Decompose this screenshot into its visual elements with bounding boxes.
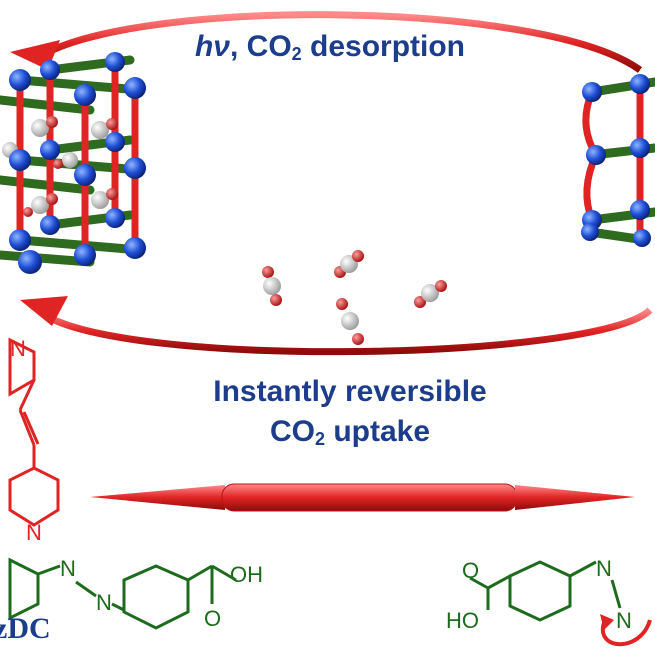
- co2-molecule: [414, 280, 447, 308]
- acid-left-oh: OH: [230, 562, 263, 587]
- uptake-caption: Instantly reversible CO2 uptake: [170, 372, 530, 459]
- hv-symbol: hν: [194, 30, 230, 63]
- co2-molecule: [336, 298, 364, 345]
- azo-right-n1: N: [596, 556, 612, 581]
- azo-left-n1: N: [60, 556, 76, 581]
- reversible-double-arrow: [90, 483, 635, 512]
- azo-left-n2: N: [96, 590, 112, 615]
- cycle-arrow-bottom: [20, 296, 653, 356]
- mof-empty-framework: [581, 74, 655, 247]
- co2-molecule: [334, 250, 364, 278]
- acid-right-ho: HO: [446, 608, 479, 633]
- uptake-line1: Instantly reversible: [213, 375, 487, 408]
- pyridine-bottom-n: N: [26, 520, 42, 545]
- co2-subscript: 2: [291, 44, 302, 64]
- acid-left-o: O: [204, 606, 222, 631]
- linker-name-label: zDC: [0, 612, 51, 645]
- azo-dicarboxylate-left: [8, 557, 237, 630]
- uptake-line2: CO2 uptake: [269, 415, 431, 449]
- azo-dicarboxylate-right: [469, 560, 622, 622]
- co2-text: , CO: [229, 30, 292, 63]
- rotation-arrow-icon: [600, 614, 652, 647]
- azo-right-n2: N: [616, 608, 632, 633]
- pyridine-top-n: N: [10, 336, 26, 361]
- bipyridine-linker: [8, 337, 60, 527]
- mof-loaded-framework: [0, 52, 146, 274]
- desorption-text: desorption: [301, 30, 466, 63]
- desorption-caption: hν, CO2 desorption: [130, 30, 530, 65]
- co2-molecule: [262, 266, 282, 306]
- acid-right-o: O: [462, 558, 480, 583]
